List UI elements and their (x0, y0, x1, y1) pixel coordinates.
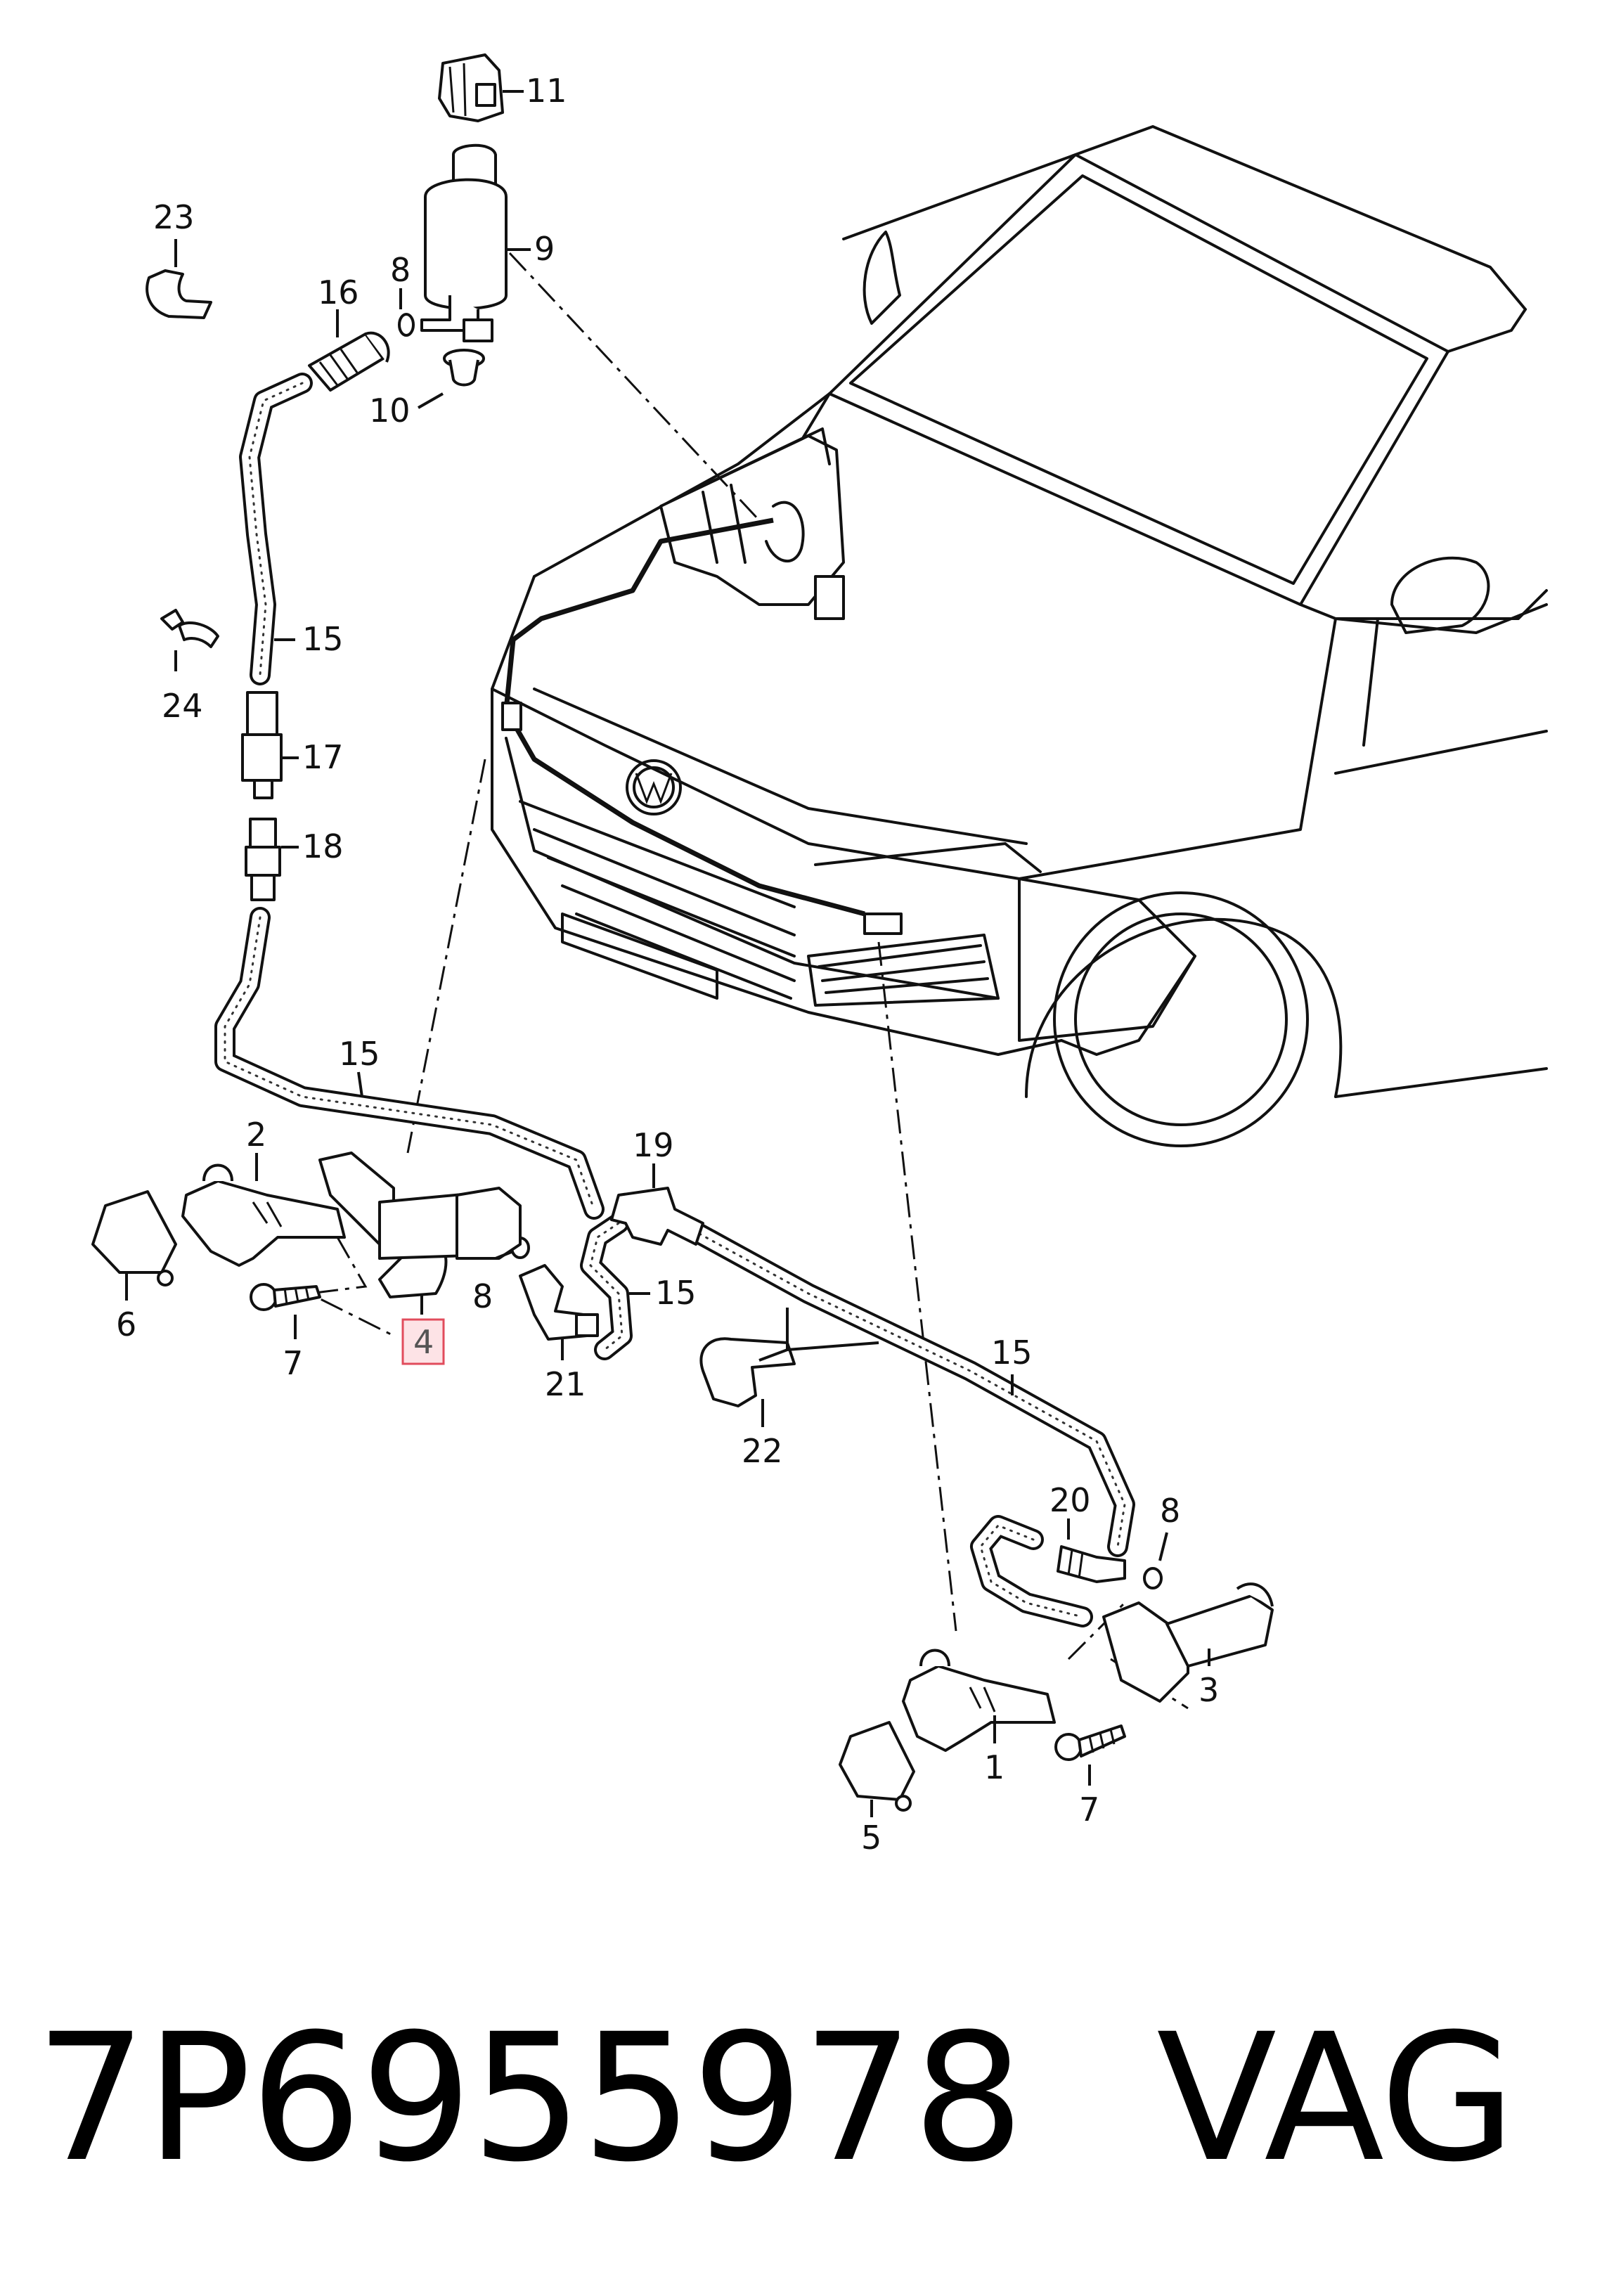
car-illustration (491, 125, 1548, 1147)
callout-3: 3 (1199, 1671, 1219, 1709)
part-24-clamp (160, 609, 219, 648)
callout-leaders (125, 90, 1210, 1817)
part-21-elbow-connector (519, 1264, 599, 1341)
part-16-hose-connector (308, 331, 390, 392)
part-8-o-ring (1143, 1567, 1163, 1589)
callout-1: 1 (984, 1748, 1005, 1786)
part-8-o-ring (398, 313, 415, 337)
callout-23: 23 (153, 198, 195, 236)
callout-4: 4 (413, 1323, 434, 1361)
highlight-box-4 (401, 1318, 445, 1365)
vw-logo-icon (626, 759, 682, 815)
callout-6: 6 (116, 1305, 136, 1343)
brand-name: VAG (1156, 1996, 1516, 2200)
part-11-connector (438, 53, 504, 122)
callout-21: 21 (545, 1365, 586, 1403)
part-19-t-piece (610, 1187, 704, 1246)
part-2-washer-nozzle (181, 1163, 346, 1267)
callout-8: 8 (390, 251, 411, 289)
wiring-connector-right (863, 912, 903, 935)
hose-system (214, 373, 1135, 1627)
callout-labels: 11 9 8 16 10 23 15 24 17 18 15 19 2 6 7 … (116, 72, 1219, 1857)
callout-19: 19 (633, 1126, 674, 1164)
part-7-screw (250, 1283, 321, 1311)
part-6-cover-cap (91, 1190, 177, 1286)
washer-reservoir (659, 427, 845, 620)
callout-11: 11 (526, 72, 567, 110)
callout-16: 16 (318, 273, 359, 311)
part-telescopic-cylinder-left (378, 1187, 522, 1260)
callout-24: 24 (162, 687, 203, 725)
callout-7: 7 (283, 1344, 303, 1382)
callout-8: 8 (472, 1277, 493, 1315)
callout-22: 22 (742, 1432, 783, 1470)
part-23-clip (146, 269, 212, 319)
footer-caption: 7P6955978 VAG (35, 1993, 1582, 2204)
callout-17: 17 (302, 738, 344, 776)
callout-15: 15 (302, 620, 344, 658)
callout-10: 10 (369, 392, 411, 430)
part-20-connector (1057, 1545, 1126, 1583)
callout-15: 15 (339, 1035, 380, 1073)
part-3-bracket (1102, 1582, 1274, 1703)
callout-7: 7 (1079, 1791, 1099, 1829)
wiring-connector-left (501, 702, 522, 731)
wiring-harness (503, 517, 865, 917)
callout-9: 9 (534, 230, 555, 268)
part-17-non-return-valve (241, 691, 283, 799)
callout-15: 15 (991, 1334, 1033, 1372)
callout-15: 15 (655, 1274, 697, 1312)
part-18-connector (245, 818, 281, 901)
part-9-washer-pump (420, 143, 508, 342)
part-5-cover-cap (839, 1721, 915, 1812)
part-22-clip (699, 1337, 796, 1407)
callout-8: 8 (1160, 1492, 1180, 1530)
callout-2: 2 (246, 1116, 266, 1154)
part-number: 7P6955978 (35, 1996, 1024, 2200)
callout-18: 18 (302, 827, 344, 865)
part-7-screw (1054, 1724, 1126, 1761)
callout-5: 5 (861, 1819, 881, 1857)
callout-20: 20 (1049, 1481, 1091, 1519)
part-10-grommet (443, 349, 485, 387)
part-1-washer-nozzle (902, 1649, 1056, 1752)
